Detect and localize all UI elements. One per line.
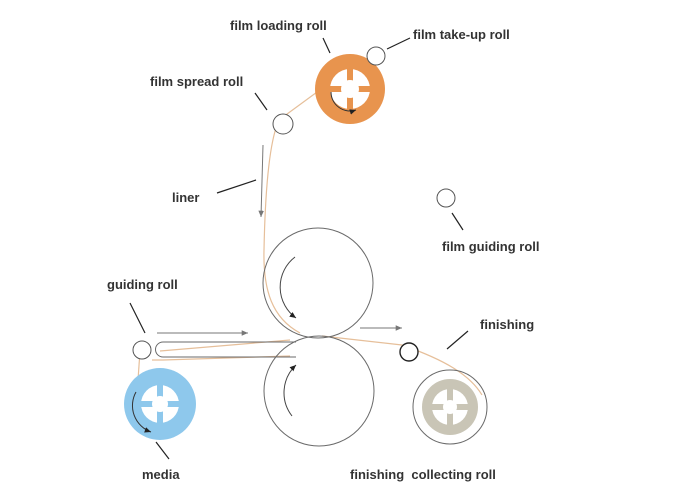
pointer-film-guiding-roll	[451, 212, 464, 231]
film-loading-roll-rotation-arrow	[330, 91, 357, 115]
film-take-up-roll	[366, 46, 386, 66]
pointer-film-spread-roll	[254, 92, 268, 111]
flow-arrows	[157, 144, 402, 336]
liner-flow-arrow	[258, 144, 264, 218]
pointer-finishing	[446, 330, 469, 350]
lower-roller-rotation-arrow	[283, 364, 297, 417]
finishing-guide-roll	[399, 342, 419, 362]
lower-laminating-roller	[263, 335, 375, 447]
upper-roller-rotation-arrow	[279, 256, 297, 319]
label-finishing: finishing	[480, 317, 534, 332]
finishing-collecting-roll	[412, 369, 488, 445]
film-paths	[137, 51, 483, 396]
label-liner: liner	[172, 190, 199, 205]
pointer-media	[155, 441, 170, 460]
label-media: media	[142, 467, 180, 482]
label-film-take-up-roll: film take-up roll	[413, 27, 510, 42]
label-film-spread-roll: film spread roll	[150, 74, 243, 89]
pointer-liner	[216, 179, 257, 194]
collecting-roll-outline	[412, 369, 488, 445]
media-roll	[124, 368, 196, 440]
label-pointers	[129, 37, 469, 460]
label-film-guiding-roll: film guiding roll	[442, 239, 540, 254]
label-film-loading-roll: film loading roll	[230, 18, 327, 33]
liner-path	[263, 124, 301, 334]
label-guiding-roll: guiding roll	[107, 277, 178, 292]
pointer-guiding-roll	[129, 302, 146, 334]
media-feed-platform	[155, 341, 296, 358]
pointer-film-take-up-roll	[386, 37, 411, 50]
film-guiding-roll	[436, 188, 456, 208]
film-spread-roll	[272, 113, 294, 135]
media-roll-rotation-arrow	[132, 391, 152, 433]
film-loading-roll	[315, 54, 385, 124]
guiding-roll	[132, 340, 152, 360]
pointer-film-loading-roll	[322, 37, 331, 54]
label-finishing-collecting-roll: finishing collecting roll	[350, 467, 496, 482]
upper-laminating-roller	[262, 227, 374, 339]
